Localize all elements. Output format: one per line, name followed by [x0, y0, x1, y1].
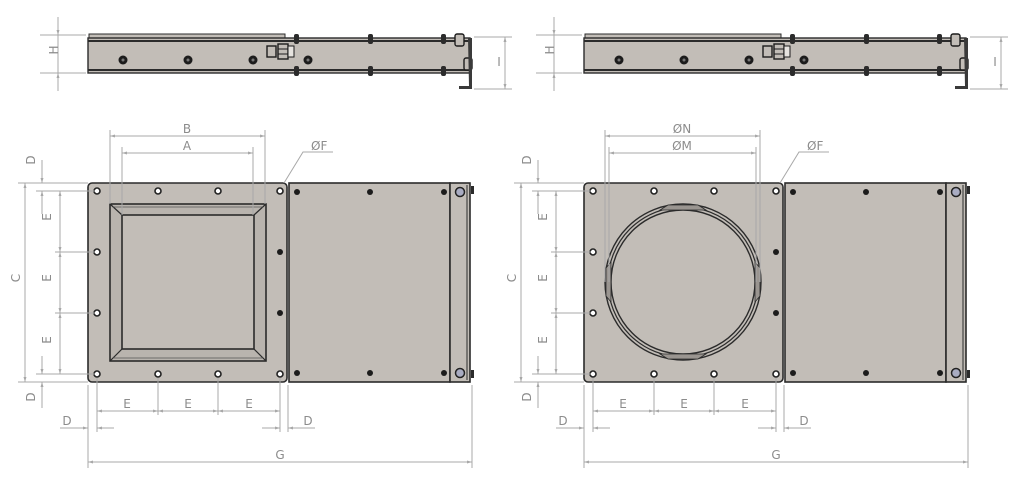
dim-label-d-right: D — [303, 414, 312, 428]
dim-label-i: I — [497, 55, 501, 69]
dim-label-d-left: D — [62, 414, 71, 428]
dim-label-d-right: D — [799, 414, 808, 428]
dim-label-c: C — [505, 274, 519, 282]
dim-label-g: G — [771, 448, 780, 462]
square-port-drawing: H I B A ØF C D E E E D E E E D D G — [9, 17, 512, 468]
dim-label-e-v3: E — [40, 336, 54, 344]
dim-label-d-bottom: D — [24, 392, 38, 401]
round-port-drawing: H I ØN ØM ØF C D E E E D E E E D D G — [505, 17, 1008, 468]
dim-label-e-v3: E — [536, 336, 550, 344]
dim-label-c: C — [9, 274, 23, 282]
dim-label-e-v1: E — [40, 213, 54, 221]
dim-label-h: H — [543, 45, 557, 54]
dim-label-n: ØN — [673, 122, 691, 136]
dim-label-f: ØF — [311, 139, 327, 153]
dim-label-e-h1: E — [123, 397, 131, 411]
dim-label-e-h2: E — [184, 397, 192, 411]
dim-label-e-v2: E — [40, 274, 54, 282]
dim-label-f: ØF — [807, 139, 823, 153]
dim-label-m: ØM — [672, 139, 692, 153]
dim-label-h: H — [47, 45, 61, 54]
dim-label-a: A — [183, 139, 192, 153]
dim-label-i: I — [993, 55, 997, 69]
dim-label-d-top: D — [24, 155, 38, 164]
dim-label-d-left: D — [558, 414, 567, 428]
dim-label-e-v2: E — [536, 274, 550, 282]
dim-label-g: G — [275, 448, 284, 462]
dim-label-e-v1: E — [536, 213, 550, 221]
dim-label-e-h1: E — [619, 397, 627, 411]
dim-label-d-top: D — [520, 155, 534, 164]
dim-label-d-bottom: D — [520, 392, 534, 401]
square-port-opening — [109, 203, 267, 362]
dim-label-e-h3: E — [245, 397, 253, 411]
dim-label-e-h3: E — [741, 397, 749, 411]
dim-label-e-h2: E — [680, 397, 688, 411]
top-view — [583, 33, 969, 90]
dim-label-b: B — [183, 122, 191, 136]
top-view — [87, 33, 473, 90]
